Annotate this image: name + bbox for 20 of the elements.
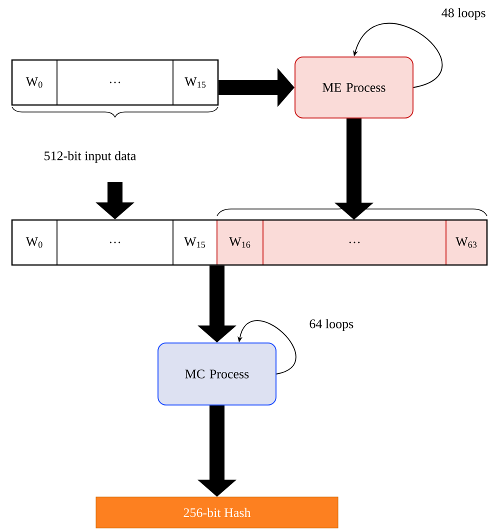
edge-label: 64 loops bbox=[310, 319, 354, 331]
node-label: W$_{0}$ bbox=[26, 237, 42, 248]
node-label: W$_{0}$ bbox=[26, 77, 42, 88]
register-cell: W$_{15}$ bbox=[172, 60, 218, 106]
hash-box: 256-bit Hash bbox=[96, 496, 338, 528]
loop-arrow bbox=[353, 23, 443, 88]
register-cell: W$_{63}$ bbox=[446, 220, 488, 266]
register-cell: W$_{15}$ bbox=[172, 220, 218, 266]
register-box bbox=[11, 219, 488, 266]
register-cell: W$_{16}$ bbox=[216, 220, 264, 266]
register-cell: … bbox=[56, 220, 174, 266]
register-cell: … bbox=[56, 60, 174, 106]
process-box: ME Process bbox=[294, 56, 414, 118]
register-box bbox=[11, 59, 219, 106]
brace-label: 512-bit input data bbox=[44, 151, 136, 163]
register-segment bbox=[217, 220, 487, 265]
process-box: MC Process bbox=[158, 342, 276, 406]
register-cell: … bbox=[262, 220, 446, 266]
edge-label: 48 loops bbox=[442, 8, 486, 20]
loop-arrow bbox=[238, 320, 296, 374]
